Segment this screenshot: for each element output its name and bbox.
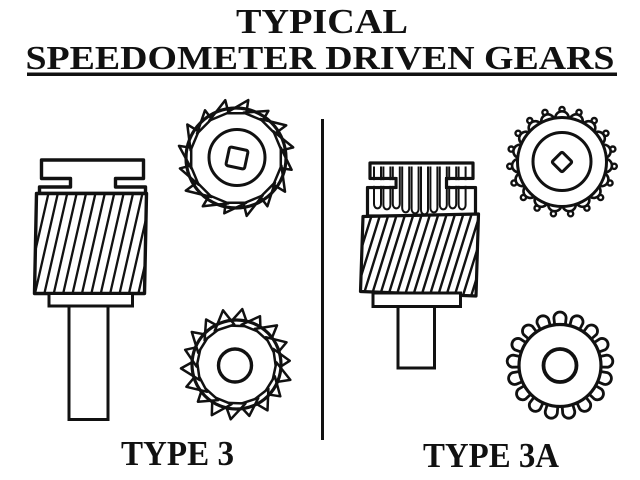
svg-text:SPEEDOMETER DRIVEN GEARS: SPEEDOMETER DRIVEN GEARS (26, 40, 615, 77)
svg-text:TYPE 3A: TYPE 3A (423, 436, 560, 475)
svg-text:TYPICAL: TYPICAL (236, 2, 408, 41)
svg-text:TYPE 3: TYPE 3 (121, 434, 234, 473)
